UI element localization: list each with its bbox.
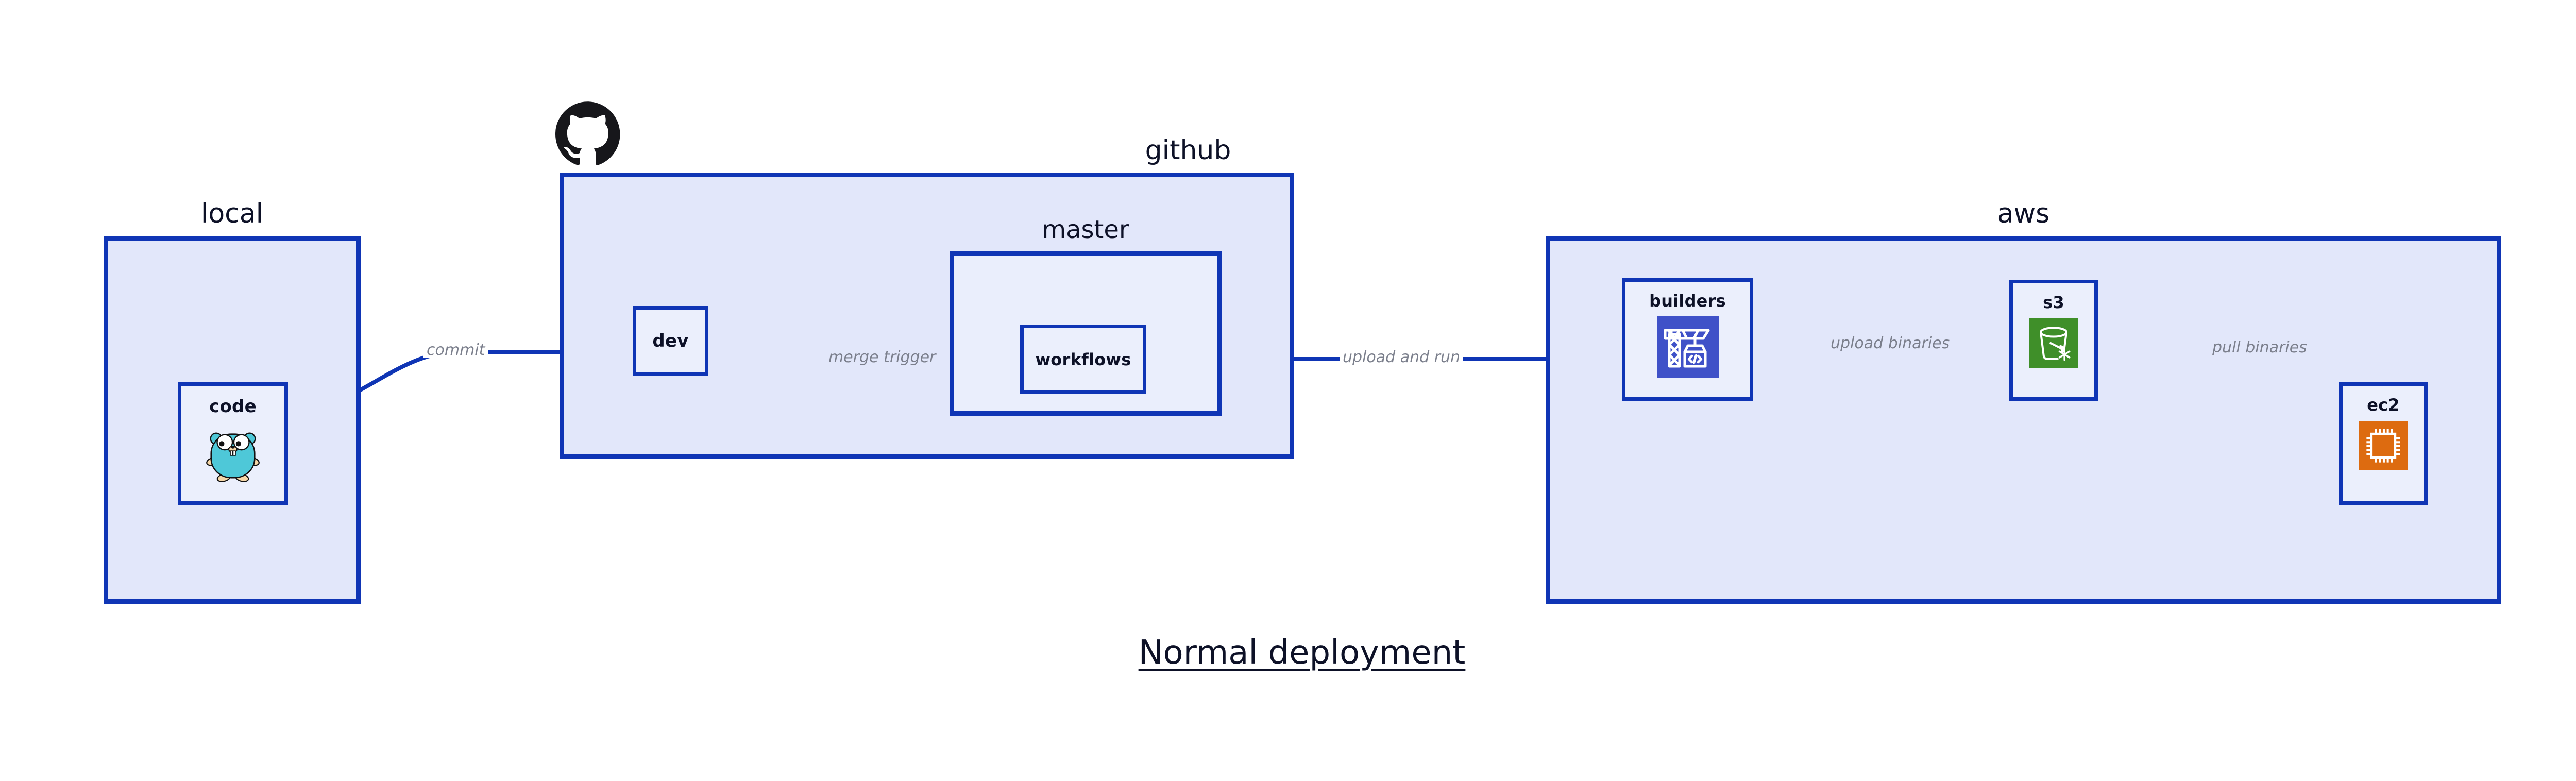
node-label-builders: builders	[1649, 291, 1726, 311]
go-gopher-icon	[202, 424, 263, 485]
edge-label-upload-binaries: upload binaries	[1827, 336, 1953, 351]
group-title-local: local	[200, 198, 264, 229]
cpu-chip-icon	[2359, 421, 2408, 470]
node-label-workflows: workflows	[1035, 349, 1131, 369]
s3-bucket-icon	[2029, 318, 2078, 368]
node-label-ec2: ec2	[2367, 395, 2400, 415]
diagram-title: Normal deployment	[1138, 634, 1466, 672]
node-builders[interactable]: builders	[1622, 278, 1753, 401]
edge-label-merge-trigger: merge trigger	[825, 350, 939, 365]
node-label-dev: dev	[652, 331, 689, 351]
edge-label-commit: commit	[423, 343, 488, 358]
node-s3[interactable]: s3	[2009, 280, 2098, 401]
node-label-code: code	[209, 396, 257, 417]
group-title-master: master	[1042, 215, 1129, 244]
node-workflows[interactable]: workflows	[1020, 325, 1146, 394]
group-title-github: github	[1145, 135, 1231, 166]
group-title-aws: aws	[1997, 198, 2050, 229]
node-label-s3: s3	[2043, 293, 2064, 312]
github-octocat-icon	[555, 101, 620, 166]
node-dev[interactable]: dev	[633, 306, 708, 376]
node-code[interactable]: code	[178, 382, 288, 505]
node-ec2[interactable]: ec2	[2339, 382, 2428, 505]
edge-label-upload-and-run: upload and run	[1340, 350, 1464, 365]
crane-code-icon	[1656, 316, 1719, 378]
edge-label-pull-binaries: pull binaries	[2209, 340, 2310, 355]
